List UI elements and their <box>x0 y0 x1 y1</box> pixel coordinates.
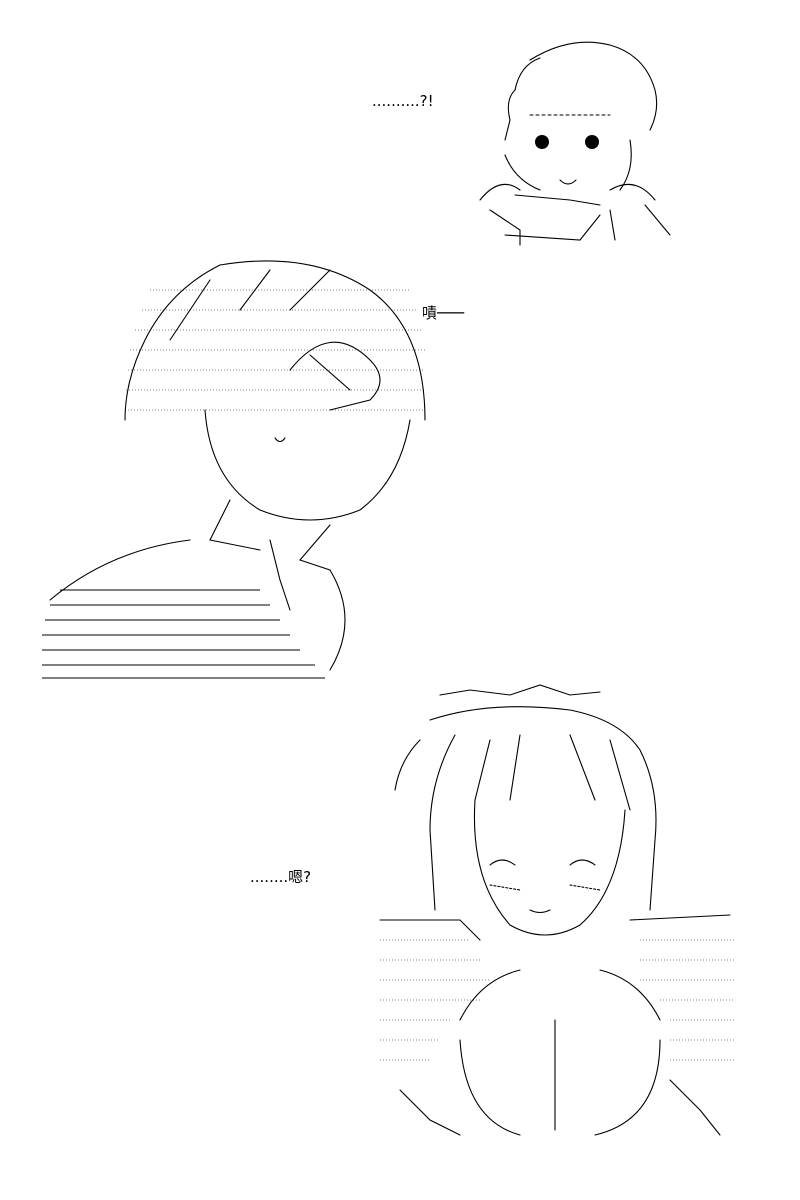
dialogue-top: ..........?! <box>372 92 434 110</box>
dialogue-bottom: ........嗯? <box>250 868 312 886</box>
surprised-face-icon <box>460 30 690 250</box>
dialogue-middle: 嘖─── <box>422 304 465 322</box>
girl-blushing-icon <box>370 680 750 1150</box>
boy-hand-on-head-icon <box>30 250 450 690</box>
